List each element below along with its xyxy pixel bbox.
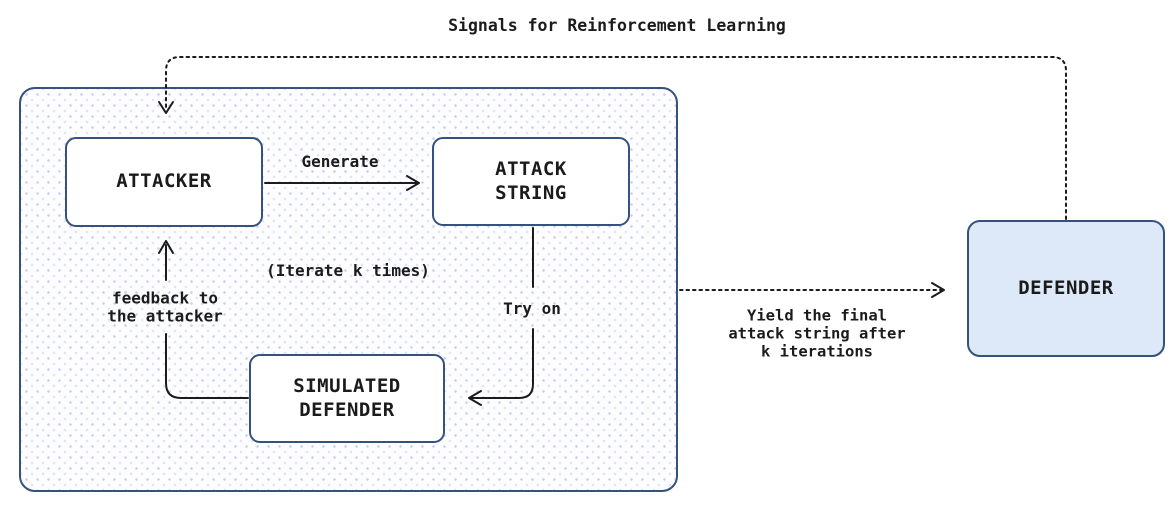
yield-arrow-path	[679, 282, 945, 298]
iterate-note-label: (Iterate k times)	[266, 261, 430, 281]
defender-node: DEFENDER	[967, 220, 1165, 357]
feedback-edge-label: feedback to the attacker	[107, 288, 223, 326]
attacker-node: ATTACKER	[65, 137, 263, 227]
rl-signal-title: Signals for Reinforcement Learning	[448, 16, 786, 35]
generate-edge-label: Generate	[301, 152, 379, 172]
yield-edge-label: Yield the final attack string after k it…	[728, 306, 906, 360]
simulated-defender-node: SIMULATED DEFENDER	[249, 354, 445, 443]
attack-string-node: ATTACK STRING	[432, 137, 630, 226]
try-on-edge-label: Try on	[503, 299, 561, 319]
